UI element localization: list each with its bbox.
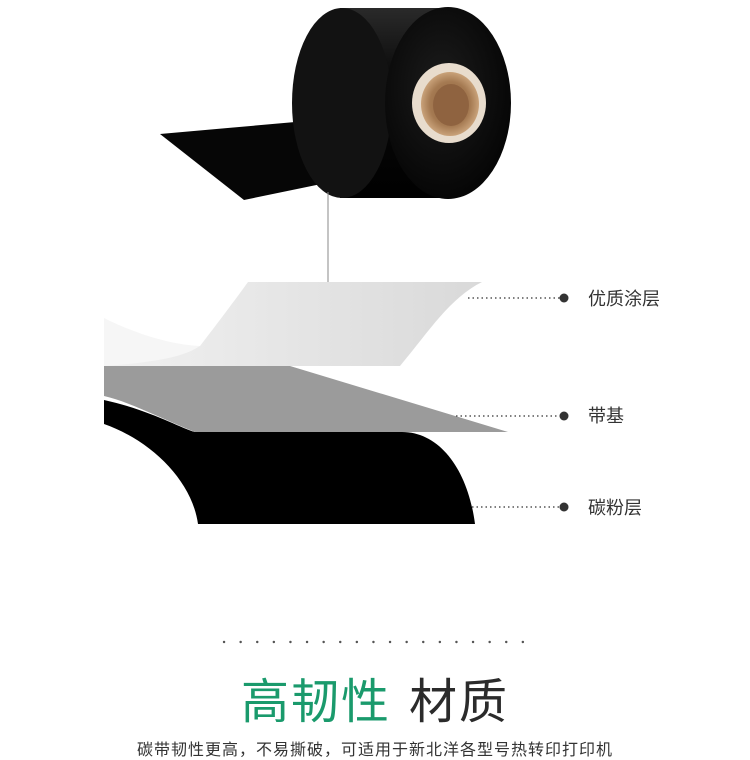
coating-leader-dot [559,293,569,303]
coating-layer [104,282,482,366]
feature-heading-rest: 材质 [409,674,510,730]
coating-curl [104,318,200,366]
feature-heading-highlight: 高韧性 [240,674,391,730]
layer-stack [104,282,508,524]
leader-lines [456,293,569,512]
ink-layer [104,400,475,524]
feature-description: 碳带韧性更高，不易撕破，可适用于新北洋各型号热转印打印机 [136,740,613,759]
roll-back-end [292,8,392,198]
ink-layer-label: 碳粉层 [588,498,642,519]
coating-layer-label: 优质涂层 [588,289,660,310]
base-layer [104,366,508,432]
base-layer-label: 带基 [588,406,624,427]
base-leader-dot [559,411,569,421]
dotted-separator [222,640,540,644]
ribbon-roll-image [160,7,511,200]
roll-core-hole [433,84,469,126]
feature-heading: 高韧性材质 [0,672,750,732]
ink-leader-dot [559,502,569,512]
